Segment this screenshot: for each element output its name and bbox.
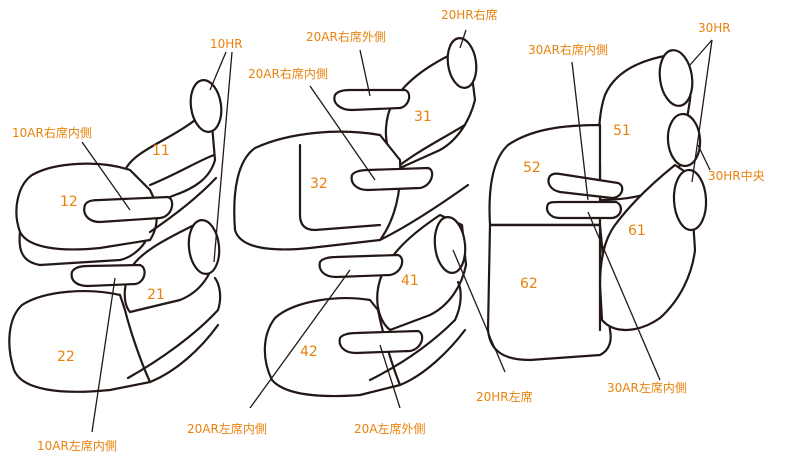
label-30HR: 30HR	[698, 21, 731, 35]
headrest-10HR-rear	[187, 219, 221, 275]
seat-number-51: 51	[613, 123, 631, 139]
label-20HR-right: 20HR右席	[441, 7, 498, 22]
seat-numbers: 11 12 21 22 31 32 41 42 51 52 61 62	[57, 109, 646, 365]
seat-number-62: 62	[520, 276, 538, 292]
label-20AR-right-inner: 20AR右席内側	[248, 66, 328, 81]
seat-62-cushion	[486, 223, 612, 362]
seat-number-12: 12	[60, 194, 78, 210]
part-labels: 10HR 10AR右席内側 10AR左席内側 20HR右席 20AR右席外側 2…	[12, 7, 765, 453]
seat-52-backrest	[488, 123, 602, 227]
label-20AR-left-inner: 20AR左席内側	[187, 421, 267, 436]
seat-32-cushion	[233, 130, 402, 251]
armrest-20AR-right-outer	[333, 88, 411, 112]
seat-42-cushion	[263, 297, 402, 398]
label-10AR-left-inner: 10AR左席内側	[37, 438, 117, 453]
label-20AR-right-outer: 20AR右席外側	[306, 29, 386, 44]
armrest-30AR-right-inner	[547, 172, 624, 200]
headrest-30HR-left	[672, 168, 708, 232]
armrest-10AR-right-inner	[83, 195, 174, 224]
label-30AR-right-inner: 30AR右席内側	[528, 42, 608, 57]
label-30AR-left-inner: 30AR左席内側	[607, 380, 687, 395]
seat-number-31: 31	[414, 109, 432, 125]
label-10AR-right-inner: 10AR右席内側	[12, 125, 92, 140]
label-30HR-center: 30HR中央	[708, 168, 765, 183]
armrest-10AR-left-inner	[70, 263, 146, 288]
row3-seats	[486, 49, 708, 362]
armrest-20AR-right-inner	[350, 166, 434, 192]
seat-number-41: 41	[401, 273, 419, 289]
row2-seats	[233, 37, 478, 398]
seat-number-22: 22	[57, 349, 75, 365]
label-20A-left-outer: 20A左席外側	[354, 421, 425, 436]
row1-seats	[8, 79, 223, 393]
seat-number-21: 21	[147, 287, 165, 303]
leader-lines	[81, 29, 713, 433]
seat-number-11: 11	[152, 143, 170, 159]
seat-number-42: 42	[300, 344, 318, 360]
label-10HR: 10HR	[210, 37, 243, 51]
seat-22-cushion	[8, 290, 152, 393]
armrest-30AR-left-inner	[545, 200, 622, 220]
armrest-20A-left-outer	[338, 329, 424, 355]
headrest-10HR-front	[189, 79, 223, 133]
armrest-20AR-left-inner	[318, 253, 404, 279]
seat-number-52: 52	[523, 160, 541, 176]
headrest-30HR-center	[666, 112, 702, 168]
headrest-20HR-right	[446, 37, 478, 89]
seat-number-32: 32	[310, 176, 328, 192]
headrest-20HR-left	[433, 216, 467, 274]
seat-61-backrest	[598, 163, 697, 332]
seat-number-61: 61	[628, 223, 646, 239]
label-20HR-left: 20HR左席	[476, 389, 533, 404]
headrest-30HR-right	[658, 49, 694, 107]
